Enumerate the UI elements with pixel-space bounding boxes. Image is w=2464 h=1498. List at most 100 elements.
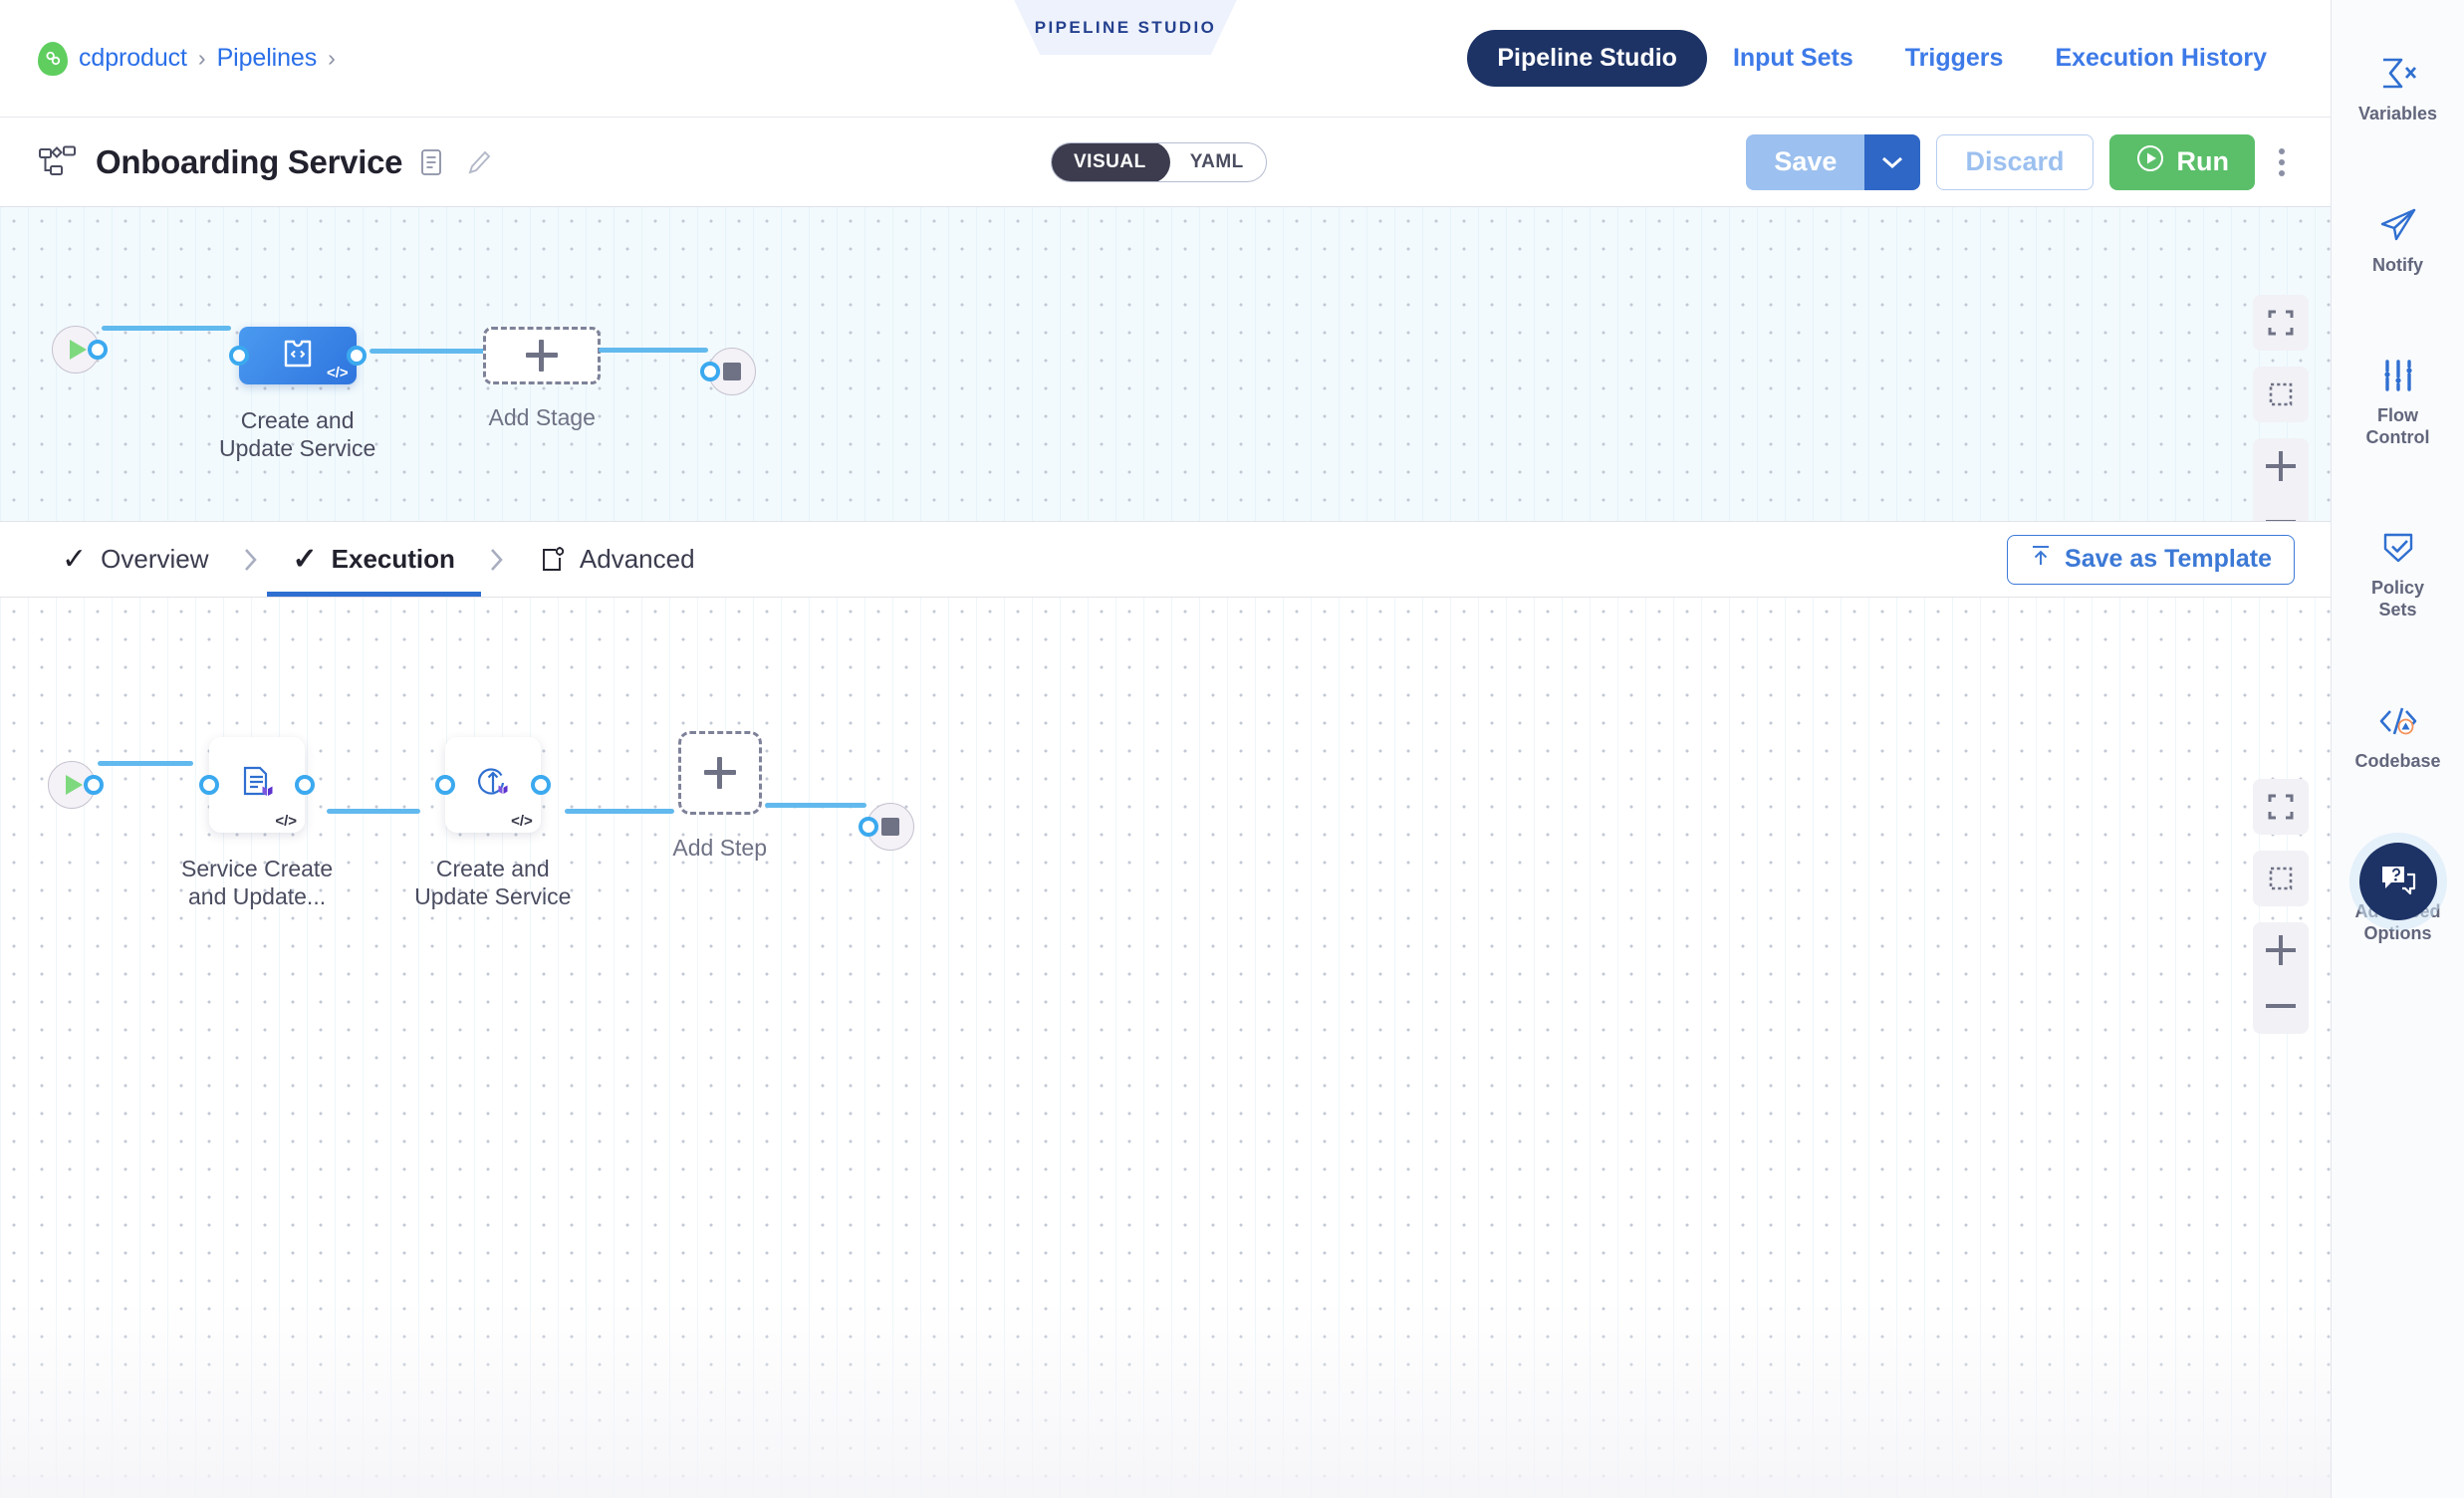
tab-advanced[interactable]: Advanced [513,522,721,597]
zoom-controls [2253,438,2309,521]
module-tag: PIPELINE STUDIO [1014,0,1237,55]
save-as-template-button[interactable]: Save as Template [2007,534,2295,585]
nav-tab-input-sets[interactable]: Input Sets [1732,44,1853,72]
selection-box-button[interactable] [2253,851,2309,906]
title-group: Onboarding Service [0,143,494,181]
stage-canvas-controls [2253,295,2309,521]
step-node-body[interactable]: </> [444,737,541,833]
template-badge: </> [326,365,349,381]
step-node-label: Create and Update Service [414,856,572,910]
nav-tab-execution-history[interactable]: Execution History [2055,44,2267,72]
toggle-yaml[interactable]: YAML [1189,150,1244,172]
terraform-apply-icon [471,761,515,810]
connector-port[interactable] [530,775,551,795]
zoom-out-button[interactable] [2253,978,2309,1034]
run-button[interactable]: Run [2108,133,2255,190]
rail-item-policy-sets[interactable]: Policy Sets [2332,506,2464,642]
view-mode-toggle[interactable]: VISUAL YAML [1051,141,1267,182]
tab-advanced-label: Advanced [579,544,695,574]
rail-item-flow-control[interactable]: Flow Control [2332,334,2464,470]
stage-canvas[interactable]: </> Create and Update Service Add Stage [0,207,2331,521]
connector-port[interactable] [700,362,721,381]
step-node-body[interactable]: </> [209,737,306,833]
selection-box-button[interactable] [2253,367,2309,422]
tab-execution-label: Execution [331,544,455,574]
connector-port[interactable] [199,775,220,795]
zoom-in-button[interactable] [2253,922,2309,978]
nav-tab-pipeline-studio[interactable]: Pipeline Studio [1467,30,1707,87]
stage-node-body[interactable]: </> [238,327,357,384]
add-stage-box[interactable] [483,327,602,384]
nav-tab-triggers[interactable]: Triggers [1904,44,2004,72]
plus-icon [2266,935,2296,965]
discard-button[interactable]: Discard [1936,133,2094,190]
advanced-settings-icon [539,546,566,574]
edge [765,803,867,808]
step-node-create-and-update-service[interactable]: </> Create and Update Service [414,737,571,910]
add-step-box[interactable] [677,731,762,815]
breadcrumb-item-pipelines[interactable]: Pipelines [216,44,318,72]
fit-to-screen-button[interactable] [2253,779,2309,835]
module-tag-label: PIPELINE STUDIO [1034,17,1217,37]
edge [565,809,675,814]
pencil-edit-icon[interactable] [466,147,494,177]
save-button[interactable]: Save [1746,133,1865,190]
main-column: cdproduct › Pipelines › PIPELINE STUDIO … [0,0,2331,1498]
rail-item-variables[interactable]: Variables [2332,32,2464,147]
shield-check-icon [2380,528,2416,568]
add-step-button[interactable]: Add Step [672,731,767,862]
right-rail: Variables Notify Flow Control [2331,0,2464,1498]
rail-item-notify[interactable]: Notify [2332,183,2464,299]
tab-chevron-icon [235,522,267,597]
tab-overview[interactable]: ✓ Overview [36,522,235,597]
description-icon[interactable] [420,147,448,177]
connector-port[interactable] [859,817,879,837]
connector-port[interactable] [295,775,316,795]
save-split-button[interactable]: Save [1746,133,1921,190]
play-start-icon [65,775,83,795]
connector-port[interactable] [84,775,104,795]
step-canvas[interactable]: </> Service Create and Update... [0,598,2331,1498]
pipeline-nodes-icon [38,145,78,179]
tab-execution[interactable]: ✓ Execution [266,522,482,597]
sigma-variables-icon [2378,54,2418,94]
template-badge: </> [511,813,533,830]
execution-end-node[interactable] [866,803,915,851]
fit-to-screen-button[interactable] [2253,295,2309,351]
breadcrumb-separator-icon: › [197,45,206,71]
step-node-service-create-and-update[interactable]: </> Service Create and Update... [181,737,333,910]
rail-item-codebase-label: Codebase [2354,750,2441,771]
connector-port[interactable] [346,346,367,366]
check-icon: ✓ [62,542,88,576]
template-upload-icon [2030,544,2052,575]
run-button-label: Run [2176,146,2229,176]
add-stage-button[interactable]: Add Stage [483,327,602,431]
help-chat-icon[interactable] [2358,843,2437,920]
zoom-out-button[interactable] [2253,494,2309,521]
stage-graph: </> Create and Update Service Add Stage [52,326,757,462]
kebab-menu-icon[interactable] [2271,147,2293,176]
connector-port[interactable] [228,346,249,366]
breadcrumb-item-cdproduct[interactable]: cdproduct [79,44,187,72]
stage-node-create-and-update-service[interactable]: </> Create and Update Service [219,327,375,462]
stage-node-label: Create and Update Service [219,407,376,462]
chevron-down-icon[interactable] [1864,133,1921,190]
title-bar-actions: Save Discard Run [1746,133,2293,190]
connector-port[interactable] [434,775,455,795]
connector-port[interactable] [88,340,108,360]
zoom-in-button[interactable] [2253,438,2309,494]
sliders-icon [2380,356,2416,395]
paper-plane-icon [2378,205,2418,245]
step-graph: </> Service Create and Update... [48,731,915,910]
plus-icon [703,757,736,789]
code-brackets-icon [2377,701,2419,741]
step-node-label: Service Create and Update... [181,856,334,910]
rail-item-flow-control-label: Flow Control [2365,405,2430,447]
breadcrumb-bar: cdproduct › Pipelines › PIPELINE STUDIO … [0,0,2331,118]
edge [370,349,488,354]
play-start-icon [69,340,87,360]
edge [327,809,421,814]
toggle-visual[interactable]: VISUAL [1051,142,1170,181]
rail-item-codebase[interactable]: Codebase [2332,679,2464,795]
